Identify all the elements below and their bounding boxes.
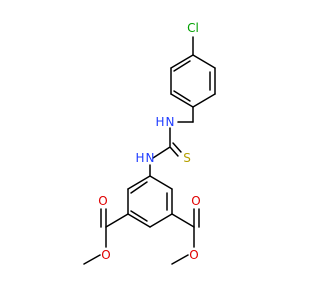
atom-nitrogen-top-hydrogen: H — [155, 115, 164, 129]
bond-cthio-s-b — [172, 142, 182, 153]
atom-label-layer: Cl H N S H N O O O O — [98, 21, 200, 262]
atom-right-carbonyl-oxygen: O — [191, 194, 200, 208]
bond-ring1-bottom-left-inner — [173, 90, 191, 102]
bond-ring2-bottom-right — [149, 213, 173, 228]
bond-ring2-top-right — [149, 175, 173, 190]
atom-sulfur: S — [183, 151, 191, 165]
atom-chlorine: Cl — [187, 21, 199, 35]
bond-layer — [83, 36, 216, 265]
bond-cthio-s-a — [169, 146, 179, 157]
bond-left-methyl — [83, 254, 101, 265]
atom-nitrogen-top: N — [166, 115, 175, 129]
atom-right-ester-oxygen: O — [189, 248, 198, 262]
bond-ring2-bottom-left-inner — [130, 210, 148, 222]
bond-ring1-bottom-left — [170, 93, 194, 108]
molecule-structure-diagram: Cl H N S H N O O O O — [83, 21, 216, 265]
atom-left-ester-oxygen: O — [101, 248, 110, 262]
bond-ring1-top-left-inner — [173, 60, 191, 72]
bond-ring1-top-left — [170, 54, 194, 69]
bond-ring1-top-right — [192, 54, 216, 69]
bond-ring1-bottom-right — [192, 93, 216, 108]
atom-nitrogen-bottom-hydrogen: H — [135, 151, 144, 165]
bond-ring2-top-left-inner — [130, 181, 148, 194]
atom-left-carbonyl-oxygen: O — [98, 194, 107, 208]
bond-ring2-left-ester-carbon — [105, 213, 129, 228]
bond-ring2-top-left — [127, 175, 151, 190]
bond-ring2-bottom-left — [127, 213, 151, 228]
atom-nitrogen-bottom: N — [146, 151, 155, 165]
bond-right-methyl — [171, 254, 189, 265]
bond-ring2-right-ester-carbon — [171, 213, 195, 228]
bond-cthio-n-bottom — [152, 146, 171, 159]
